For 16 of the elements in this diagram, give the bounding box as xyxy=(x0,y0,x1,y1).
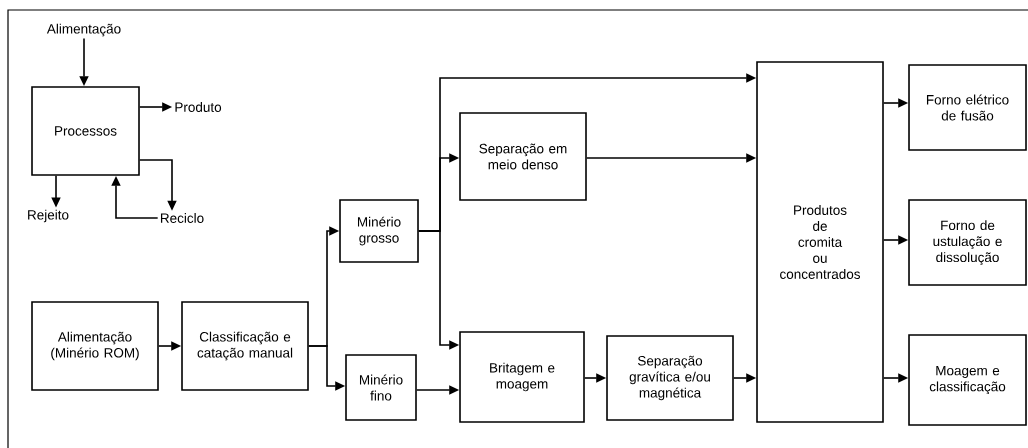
process-box: Alimentação (Minério ROM) xyxy=(31,301,159,391)
flow-label: Produto xyxy=(175,102,222,112)
process-box: Minério grosso xyxy=(339,199,419,263)
process-box: Produtos de cromita ou concentrados xyxy=(756,61,884,423)
process-box: Minério fino xyxy=(345,354,417,421)
process-box: Forno de ustulação e dissolução xyxy=(908,199,1027,286)
flow-label: Alimentação xyxy=(46,23,121,37)
flow-label: Rejeito xyxy=(28,209,69,223)
process-box: Forno elétrico de fusão xyxy=(908,64,1027,151)
process-box: Britagem e moagem xyxy=(459,331,585,423)
process-box: Separação gravítica e/ou magnética xyxy=(606,335,734,421)
process-box: Classificação e catação manual xyxy=(181,301,309,391)
process-box: Moagem e classificação xyxy=(908,334,1027,426)
flow-label: Reciclo xyxy=(161,213,204,223)
process-box: Processos xyxy=(31,86,140,176)
process-box: Separação em meio denso xyxy=(459,112,587,201)
